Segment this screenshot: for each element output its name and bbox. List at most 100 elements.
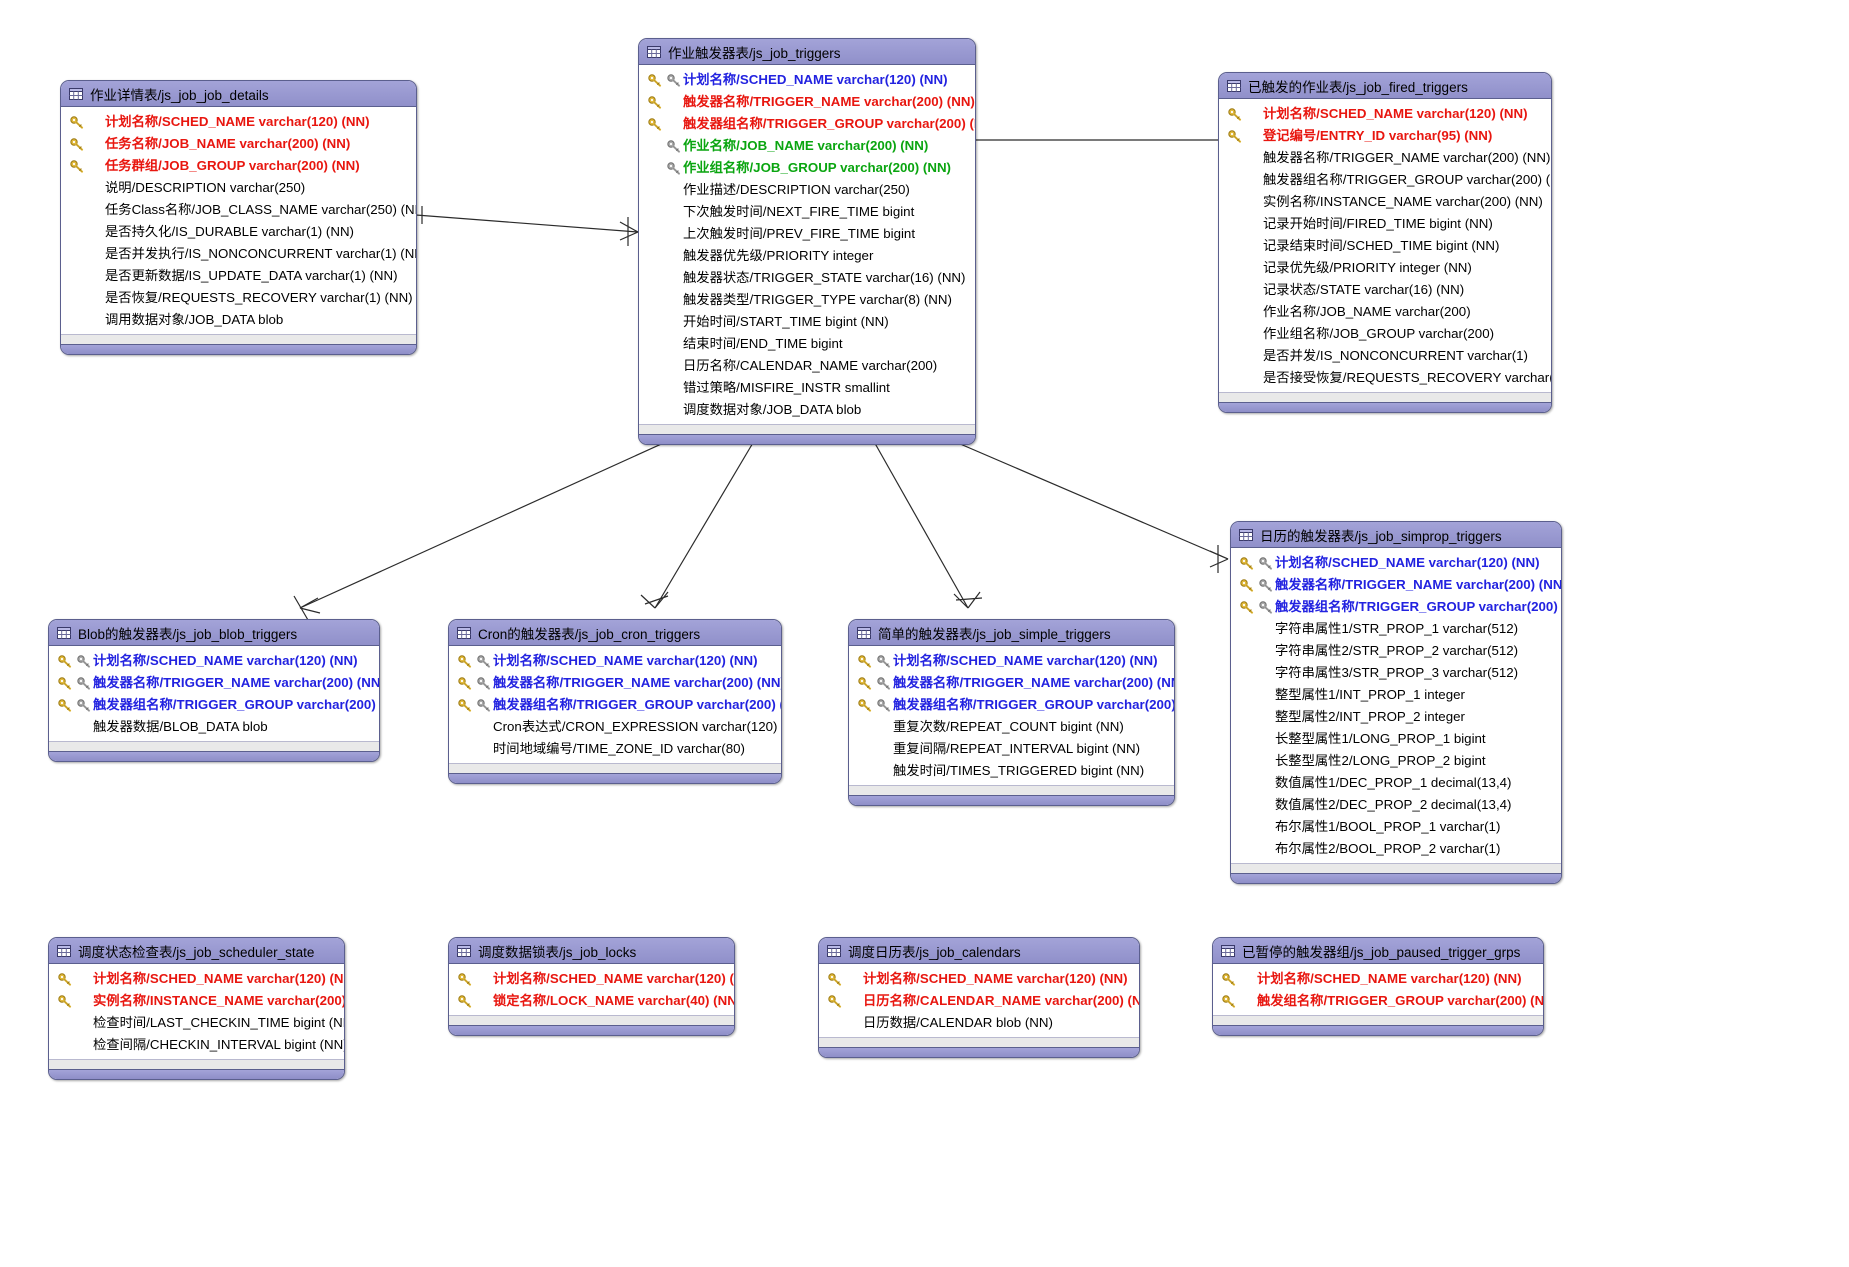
attribute-row[interactable]: 记录结束时间/SCHED_TIME bigint (NN) xyxy=(1219,235,1551,257)
attribute-row[interactable]: 触发器类型/TRIGGER_TYPE varchar(8) (NN) xyxy=(639,289,975,311)
entity-cron_triggers[interactable]: Cron的触发器表/js_job_cron_triggers 计划名称/SCHED… xyxy=(448,619,782,784)
entity-header-simprop_triggers[interactable]: 日历的触发器表/js_job_simprop_triggers xyxy=(1231,522,1561,548)
attribute-row[interactable]: 实例名称/INSTANCE_NAME varchar(200) (NN) xyxy=(1219,191,1551,213)
attribute-row[interactable]: 开始时间/START_TIME bigint (NN) xyxy=(639,311,975,333)
attribute-row[interactable]: 登记编号/ENTRY_ID varchar(95) (NN) xyxy=(1219,125,1551,147)
attribute-row[interactable]: 作业描述/DESCRIPTION varchar(250) xyxy=(639,179,975,201)
attribute-row[interactable]: 作业名称/JOB_NAME varchar(200) (NN) xyxy=(639,135,975,157)
attribute-row[interactable]: 上次触发时间/PREV_FIRE_TIME bigint xyxy=(639,223,975,245)
attribute-row[interactable]: 计划名称/SCHED_NAME varchar(120) (NN) xyxy=(639,69,975,91)
attribute-row[interactable]: 作业组名称/JOB_GROUP varchar(200) xyxy=(1219,323,1551,345)
entity-header-fired_triggers[interactable]: 已触发的作业表/js_job_fired_triggers xyxy=(1219,73,1551,99)
attribute-row[interactable]: 字符串属性2/STR_PROP_2 varchar(512) xyxy=(1231,640,1561,662)
entity-header-cron_triggers[interactable]: Cron的触发器表/js_job_cron_triggers xyxy=(449,620,781,646)
attribute-row[interactable]: 触发器组名称/TRIGGER_GROUP varchar(200) (NN) xyxy=(1231,596,1561,618)
attribute-row[interactable]: 时间地域编号/TIME_ZONE_ID varchar(80) xyxy=(449,738,781,760)
attribute-row[interactable]: 触发器组名称/TRIGGER_GROUP varchar(200) (NN) xyxy=(849,694,1174,716)
attribute-row[interactable]: 触发器组名称/TRIGGER_GROUP varchar(200) (NN) xyxy=(639,113,975,135)
entity-calendars[interactable]: 调度日历表/js_job_calendars 计划名称/SCHED_NAME va… xyxy=(818,937,1140,1058)
attribute-row[interactable]: 触发器组名称/TRIGGER_GROUP varchar(200) (NN) xyxy=(1219,169,1551,191)
attribute-row[interactable]: 计划名称/SCHED_NAME varchar(120) (NN) xyxy=(1213,968,1543,990)
attribute-row[interactable]: 检查时间/LAST_CHECKIN_TIME bigint (NN) xyxy=(49,1012,344,1034)
attribute-row[interactable]: 调用数据对象/JOB_DATA blob xyxy=(61,309,416,331)
attribute-row[interactable]: 任务Class名称/JOB_CLASS_NAME varchar(250) (N… xyxy=(61,199,416,221)
attribute-row[interactable]: 是否持久化/IS_DURABLE varchar(1) (NN) xyxy=(61,221,416,243)
attribute-row[interactable]: 下次触发时间/NEXT_FIRE_TIME bigint xyxy=(639,201,975,223)
attribute-row[interactable]: 触发器组名称/TRIGGER_GROUP varchar(200) (NN) xyxy=(49,694,379,716)
entity-locks[interactable]: 调度数据锁表/js_job_locks 计划名称/SCHED_NAME varch… xyxy=(448,937,735,1036)
attribute-row[interactable]: 触发器名称/TRIGGER_NAME varchar(200) (NN) xyxy=(639,91,975,113)
entity-paused_trigger_grps[interactable]: 已暂停的触发器组/js_job_paused_trigger_grps 计划名称/… xyxy=(1212,937,1544,1036)
attribute-row[interactable]: 计划名称/SCHED_NAME varchar(120) (NN) xyxy=(49,650,379,672)
attribute-row[interactable]: 重复间隔/REPEAT_INTERVAL bigint (NN) xyxy=(849,738,1174,760)
entity-triggers[interactable]: 作业触发器表/js_job_triggers 计划名称/SCHED_NAME va… xyxy=(638,38,976,445)
entity-header-triggers[interactable]: 作业触发器表/js_job_triggers xyxy=(639,39,975,65)
entity-scheduler_state[interactable]: 调度状态检查表/js_job_scheduler_state 计划名称/SCHED… xyxy=(48,937,345,1080)
attribute-row[interactable]: 记录开始时间/FIRED_TIME bigint (NN) xyxy=(1219,213,1551,235)
attribute-row[interactable]: 结束时间/END_TIME bigint xyxy=(639,333,975,355)
attribute-row[interactable]: 计划名称/SCHED_NAME varchar(120) (NN) xyxy=(49,968,344,990)
attribute-row[interactable]: 长整型属性1/LONG_PROP_1 bigint xyxy=(1231,728,1561,750)
attribute-row[interactable]: 日历数据/CALENDAR blob (NN) xyxy=(819,1012,1139,1034)
attribute-row[interactable]: 日历名称/CALENDAR_NAME varchar(200) (NN) xyxy=(819,990,1139,1012)
entity-header-blob_triggers[interactable]: Blob的触发器表/js_job_blob_triggers xyxy=(49,620,379,646)
attribute-row[interactable]: 触发器数据/BLOB_DATA blob xyxy=(49,716,379,738)
attribute-row[interactable]: 整型属性2/INT_PROP_2 integer xyxy=(1231,706,1561,728)
entity-blob_triggers[interactable]: Blob的触发器表/js_job_blob_triggers 计划名称/SCHED… xyxy=(48,619,380,762)
attribute-row[interactable]: 实例名称/INSTANCE_NAME varchar(200) (NN) xyxy=(49,990,344,1012)
attribute-row[interactable]: 触发器名称/TRIGGER_NAME varchar(200) (NN) xyxy=(1219,147,1551,169)
entity-simprop_triggers[interactable]: 日历的触发器表/js_job_simprop_triggers 计划名称/SCHE… xyxy=(1230,521,1562,884)
attribute-row[interactable]: 触发器名称/TRIGGER_NAME varchar(200) (NN) xyxy=(49,672,379,694)
attribute-row[interactable]: 作业名称/JOB_NAME varchar(200) xyxy=(1219,301,1551,323)
attribute-row[interactable]: 字符串属性3/STR_PROP_3 varchar(512) xyxy=(1231,662,1561,684)
attribute-row[interactable]: 是否并发/IS_NONCONCURRENT varchar(1) xyxy=(1219,345,1551,367)
attribute-row[interactable]: 计划名称/SCHED_NAME varchar(120) (NN) xyxy=(1231,552,1561,574)
attribute-row[interactable]: 布尔属性1/BOOL_PROP_1 varchar(1) xyxy=(1231,816,1561,838)
entity-header-paused_trigger_grps[interactable]: 已暂停的触发器组/js_job_paused_trigger_grps xyxy=(1213,938,1543,964)
entity-header-simple_triggers[interactable]: 简单的触发器表/js_job_simple_triggers xyxy=(849,620,1174,646)
entity-header-job_details[interactable]: 作业详情表/js_job_job_details xyxy=(61,81,416,107)
attribute-row[interactable]: Cron表达式/CRON_EXPRESSION varchar(120) (NN… xyxy=(449,716,781,738)
attribute-row[interactable]: 数值属性2/DEC_PROP_2 decimal(13,4) xyxy=(1231,794,1561,816)
attribute-row[interactable]: 任务群组/JOB_GROUP varchar(200) (NN) xyxy=(61,155,416,177)
attribute-row[interactable]: 调度数据对象/JOB_DATA blob xyxy=(639,399,975,421)
attribute-row[interactable]: 布尔属性2/BOOL_PROP_2 varchar(1) xyxy=(1231,838,1561,860)
attribute-row[interactable]: 计划名称/SCHED_NAME varchar(120) (NN) xyxy=(449,650,781,672)
attribute-row[interactable]: 长整型属性2/LONG_PROP_2 bigint xyxy=(1231,750,1561,772)
entity-header-scheduler_state[interactable]: 调度状态检查表/js_job_scheduler_state xyxy=(49,938,344,964)
entity-fired_triggers[interactable]: 已触发的作业表/js_job_fired_triggers 计划名称/SCHED_… xyxy=(1218,72,1552,413)
attribute-row[interactable]: 触发器名称/TRIGGER_NAME varchar(200) (NN) xyxy=(449,672,781,694)
attribute-row[interactable]: 计划名称/SCHED_NAME varchar(120) (NN) xyxy=(449,968,734,990)
attribute-row[interactable]: 触发器状态/TRIGGER_STATE varchar(16) (NN) xyxy=(639,267,975,289)
attribute-row[interactable]: 是否恢复/REQUESTS_RECOVERY varchar(1) (NN) xyxy=(61,287,416,309)
attribute-row[interactable]: 是否更新数据/IS_UPDATE_DATA varchar(1) (NN) xyxy=(61,265,416,287)
attribute-row[interactable]: 触发组名称/TRIGGER_GROUP varchar(200) (NN) xyxy=(1213,990,1543,1012)
attribute-row[interactable]: 触发时间/TIMES_TRIGGERED bigint (NN) xyxy=(849,760,1174,782)
entity-header-calendars[interactable]: 调度日历表/js_job_calendars xyxy=(819,938,1139,964)
attribute-row[interactable]: 记录优先级/PRIORITY integer (NN) xyxy=(1219,257,1551,279)
entity-header-locks[interactable]: 调度数据锁表/js_job_locks xyxy=(449,938,734,964)
attribute-row[interactable]: 记录状态/STATE varchar(16) (NN) xyxy=(1219,279,1551,301)
attribute-row[interactable]: 任务名称/JOB_NAME varchar(200) (NN) xyxy=(61,133,416,155)
attribute-row[interactable]: 是否接受恢复/REQUESTS_RECOVERY varchar(1) xyxy=(1219,367,1551,389)
attribute-row[interactable]: 错过策略/MISFIRE_INSTR smallint xyxy=(639,377,975,399)
attribute-row[interactable]: 检查间隔/CHECKIN_INTERVAL bigint (NN) xyxy=(49,1034,344,1056)
attribute-row[interactable]: 计划名称/SCHED_NAME varchar(120) (NN) xyxy=(1219,103,1551,125)
attribute-row[interactable]: 触发器名称/TRIGGER_NAME varchar(200) (NN) xyxy=(1231,574,1561,596)
attribute-row[interactable]: 计划名称/SCHED_NAME varchar(120) (NN) xyxy=(849,650,1174,672)
attribute-row[interactable]: 整型属性1/INT_PROP_1 integer xyxy=(1231,684,1561,706)
attribute-row[interactable]: 触发器组名称/TRIGGER_GROUP varchar(200) (NN) xyxy=(449,694,781,716)
attribute-row[interactable]: 字符串属性1/STR_PROP_1 varchar(512) xyxy=(1231,618,1561,640)
attribute-row[interactable]: 重复次数/REPEAT_COUNT bigint (NN) xyxy=(849,716,1174,738)
attribute-row[interactable]: 是否并发执行/IS_NONCONCURRENT varchar(1) (NN) xyxy=(61,243,416,265)
attribute-row[interactable]: 锁定名称/LOCK_NAME varchar(40) (NN) xyxy=(449,990,734,1012)
attribute-row[interactable]: 作业组名称/JOB_GROUP varchar(200) (NN) xyxy=(639,157,975,179)
attribute-row[interactable]: 计划名称/SCHED_NAME varchar(120) (NN) xyxy=(819,968,1139,990)
attribute-row[interactable]: 日历名称/CALENDAR_NAME varchar(200) xyxy=(639,355,975,377)
attribute-row[interactable]: 触发器名称/TRIGGER_NAME varchar(200) (NN) xyxy=(849,672,1174,694)
attribute-row[interactable]: 数值属性1/DEC_PROP_1 decimal(13,4) xyxy=(1231,772,1561,794)
entity-simple_triggers[interactable]: 简单的触发器表/js_job_simple_triggers 计划名称/SCHED… xyxy=(848,619,1175,806)
attribute-row[interactable]: 说明/DESCRIPTION varchar(250) xyxy=(61,177,416,199)
attribute-row[interactable]: 触发器优先级/PRIORITY integer xyxy=(639,245,975,267)
